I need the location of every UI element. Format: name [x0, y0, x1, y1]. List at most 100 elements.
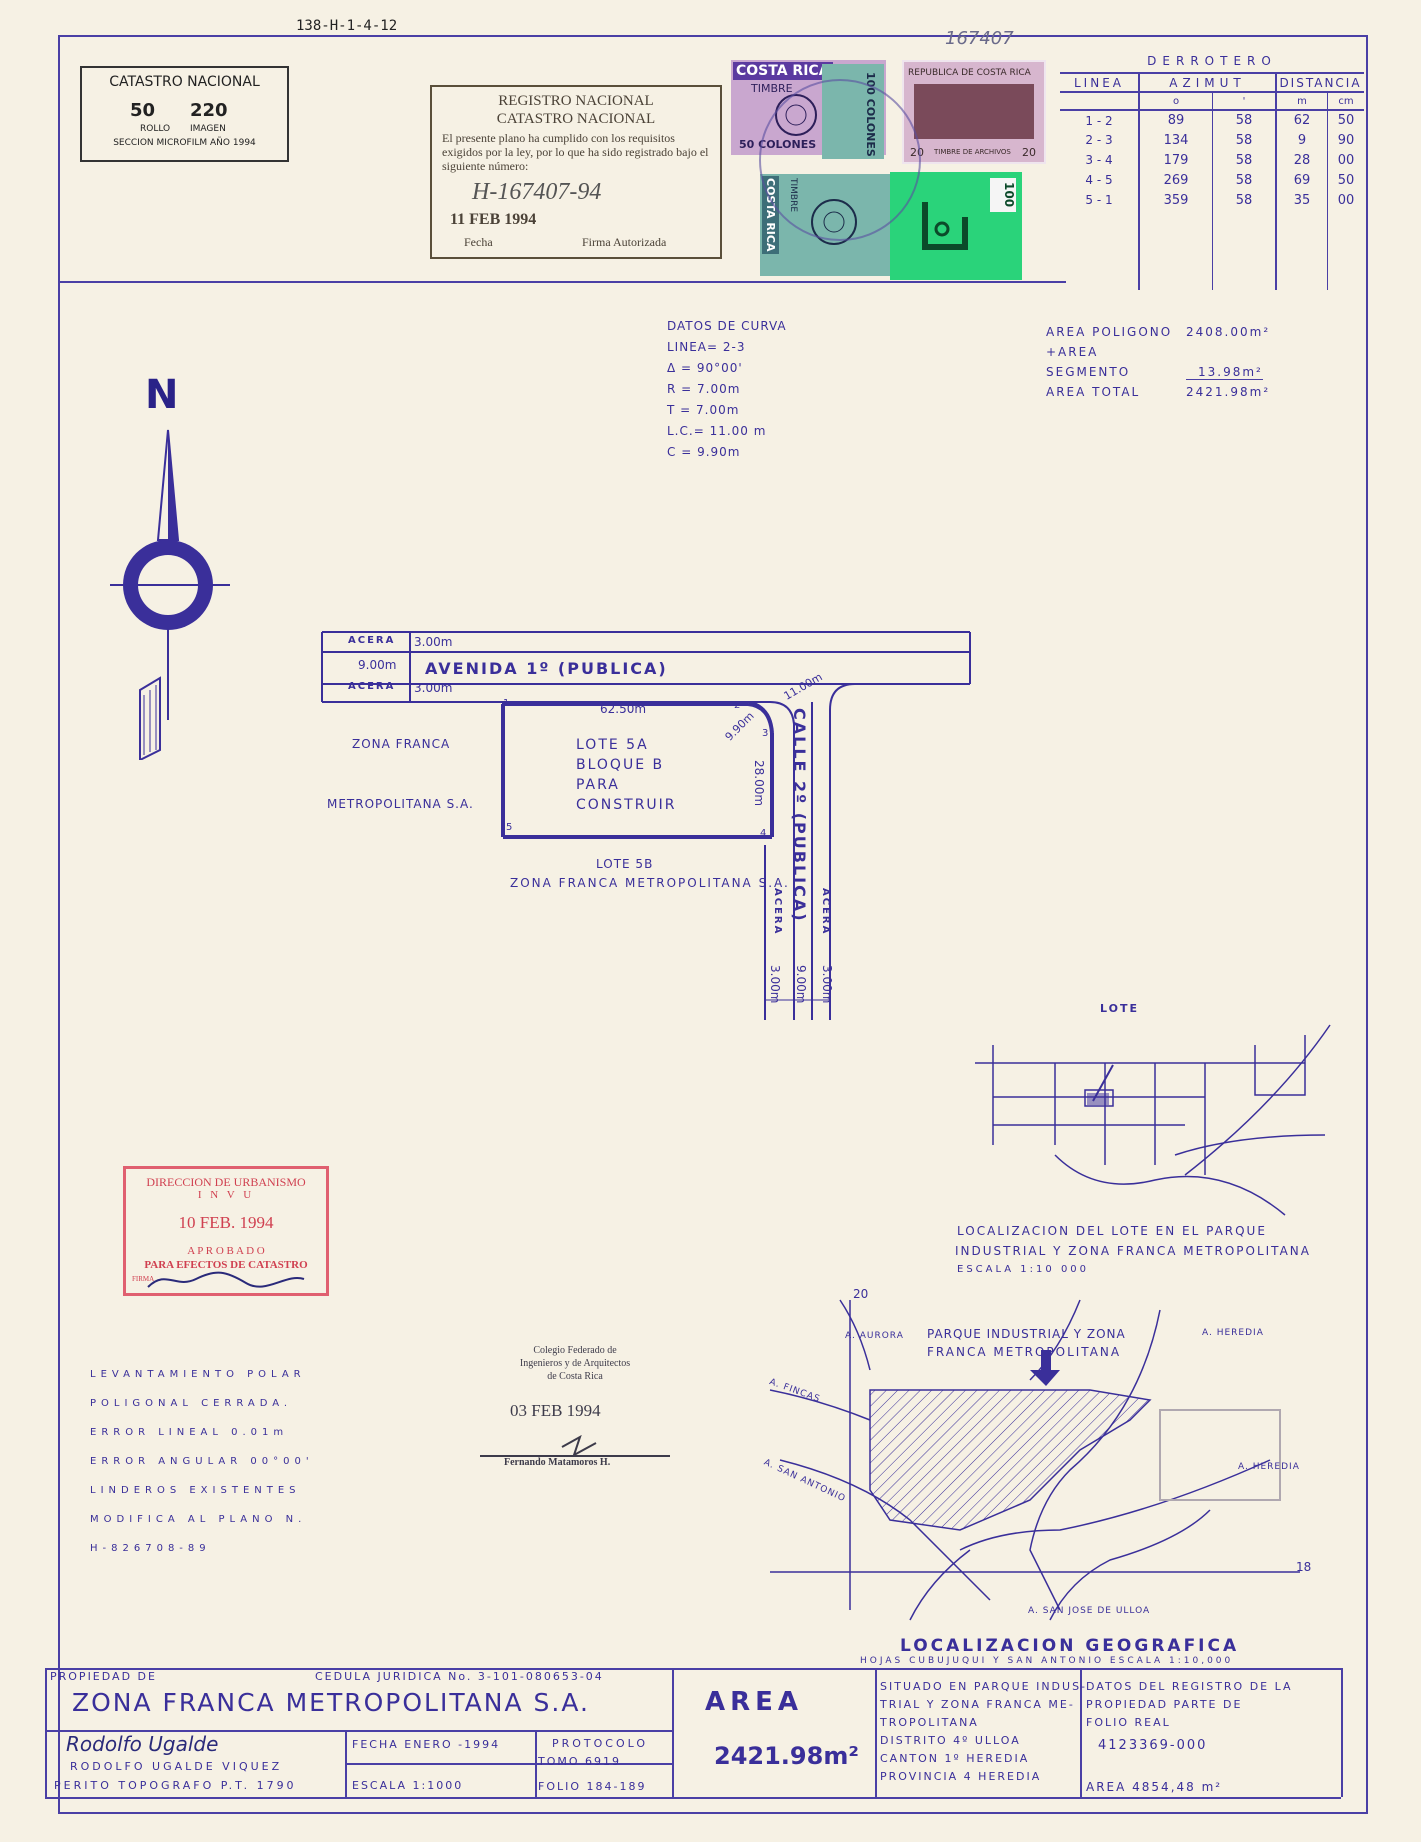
- row-min: 58: [1212, 170, 1277, 190]
- subheader-deg: o: [1139, 92, 1213, 110]
- area-label: AREA: [705, 1687, 804, 1717]
- acera-middle-width: 3.00m: [414, 681, 453, 695]
- situado-line: DISTRITO 4º ULLOA: [880, 1734, 1021, 1747]
- title-block-bottom: [45, 1797, 1341, 1799]
- registro-line: FOLIO REAL: [1086, 1716, 1171, 1729]
- row-deg: 89: [1139, 110, 1213, 130]
- curva-block: DATOS DE CURVA LINEA= 2-3 Δ = 90°00' R =…: [667, 316, 787, 463]
- area-total-label: AREA TOTAL: [1046, 385, 1141, 399]
- situado-line: PROVINCIA 4 HEREDIA: [880, 1770, 1042, 1783]
- north-label: N: [145, 372, 179, 418]
- row-min: 58: [1212, 150, 1277, 170]
- geo-heredia-right: A. HEREDIA: [1238, 1462, 1300, 1472]
- escala: ESCALA 1:1000: [352, 1779, 464, 1792]
- registro-date: 11 FEB 1994: [450, 211, 537, 228]
- stamp4-country: COSTA RICA: [762, 176, 779, 254]
- neighbor-left-2: METROPOLITANA S.A.: [327, 797, 474, 811]
- lote-5a-block: LOTE 5A BLOQUE B PARA CONSTRUIR: [576, 735, 677, 815]
- registro-block: DATOS DEL REGISTRO DE LA PROPIEDAD PARTE…: [1086, 1678, 1293, 1732]
- folio-real: 4123369-000: [1098, 1738, 1208, 1753]
- subheader-cm: cm: [1338, 95, 1354, 107]
- stamp3-country: REPUBLICA DE COSTA RICA: [908, 68, 1031, 78]
- urbanismo-date: 10 FEB. 1994: [178, 1213, 274, 1232]
- table-row: 5 - 1 359 58 35 00: [1060, 190, 1364, 210]
- title-block-top: [45, 1668, 1341, 1670]
- stamp3-value-right: 20: [1022, 146, 1036, 159]
- area-poligono-value: 2408.00m²: [1186, 325, 1271, 339]
- stamp2-value: 100 COLONES: [864, 72, 877, 157]
- imagen-number: 220: [190, 100, 228, 121]
- emblem-icon: [811, 199, 857, 245]
- acera-calle-left: ACERA: [772, 888, 783, 936]
- urbanismo-line2: I N V U: [197, 1189, 255, 1201]
- calle-label: CALLE 2º (PUBLICA): [790, 708, 809, 923]
- note-line: LEVANTAMIENTO POLAR: [90, 1369, 306, 1380]
- drawing-frame: [58, 35, 1368, 1814]
- protocolo: PROTOCOLO: [552, 1737, 649, 1750]
- colegio-line2: Ingenieros y de Arquitectos: [519, 1358, 631, 1369]
- row-cm: 00: [1337, 152, 1355, 168]
- registro-line1: REGISTRO NACIONAL: [498, 93, 654, 109]
- urbanismo-firma: FIRMA: [132, 1275, 155, 1283]
- lote-line: LOTE 5A: [576, 737, 649, 753]
- curva-title: DATOS DE CURVA: [667, 319, 787, 333]
- colegio-line3: de Costa Rica: [547, 1371, 603, 1382]
- note-line: ERROR ANGULAR 00°00': [90, 1456, 314, 1467]
- row-m: 62: [1276, 110, 1328, 130]
- urbanismo-line4: PARA EFECTOS DE CATASTRO: [144, 1259, 308, 1271]
- derrotero-grid: LINEA AZIMUT DISTANCIA o ' m cm 1 - 2 89…: [1060, 74, 1364, 290]
- catastro-box: CATASTRO NACIONAL 50 220 ROLLO IMAGEN SE…: [80, 66, 289, 162]
- row-linea: 1 - 2: [1060, 110, 1140, 130]
- registro-line: PROPIEDAD PARTE DE: [1086, 1698, 1243, 1711]
- point-5: 5: [506, 822, 513, 833]
- row-linea: 3 - 4: [1060, 150, 1140, 170]
- acera-calle-left-width: 3.00m: [768, 965, 782, 1004]
- registro-number: H-167407-94: [472, 179, 602, 205]
- stamp-green: 100: [890, 172, 1022, 280]
- header-azimut: AZIMUT: [1139, 74, 1277, 92]
- situado-line: TRIAL Y ZONA FRANCA ME-: [880, 1698, 1075, 1711]
- subheader-min: ': [1212, 92, 1277, 110]
- neighbor-left-1: ZONA FRANCA: [352, 737, 451, 751]
- stamp-archivos: REPUBLICA DE COSTA RICA 20 TIMBRE DE ARC…: [902, 60, 1046, 164]
- firma-label: Firma Autorizada: [582, 235, 667, 249]
- curva-line: C = 9.90m: [667, 445, 741, 459]
- neighbor-below-2: ZONA FRANCA METROPOLITANA S.A.: [510, 876, 790, 890]
- point-1: 1: [503, 698, 510, 709]
- area-segmento-label: +AREA SEGMENTO: [1046, 345, 1131, 379]
- situado-line: SITUADO EN PARQUE INDUS-: [880, 1680, 1088, 1693]
- cedula: CEDULA JURIDICA No. 3-101-080653-04: [315, 1670, 604, 1683]
- stamp3-picture: [914, 84, 1034, 139]
- row-cm: 50: [1337, 113, 1355, 128]
- tomo: TOMO 6919: [538, 1755, 622, 1768]
- note-line: ERROR LINEAL 0.01m: [90, 1427, 289, 1438]
- situado-block: SITUADO EN PARQUE INDUS- TRIAL Y ZONA FR…: [880, 1678, 1087, 1786]
- row-deg: 269: [1139, 170, 1213, 190]
- lote-line: PARA: [576, 777, 620, 793]
- title-block-mid: [45, 1730, 672, 1732]
- dist-right: 28.00m: [752, 760, 766, 807]
- survey-notes: LEVANTAMIENTO POLAR POLIGONAL CERRADA. E…: [90, 1360, 314, 1563]
- title-block-left: [45, 1668, 47, 1797]
- row-deg: 359: [1139, 190, 1213, 210]
- area-total-value: 2421.98m²: [1186, 385, 1271, 399]
- neighbor-below-1: LOTE 5B: [596, 857, 654, 871]
- area-value: 2421.98m²: [714, 1742, 859, 1770]
- acera-calle-right-width: 3.00m: [820, 965, 834, 1004]
- rollo-label: ROLLO: [140, 124, 171, 134]
- situado-line: CANTON 1º HEREDIA: [880, 1752, 1030, 1765]
- registro-text: El presente plano ha cumplido con los re…: [442, 131, 709, 173]
- geo-san-jose: A. SAN JOSE DE ULLOA: [1028, 1606, 1151, 1616]
- derrotero-title: DERROTERO: [1060, 50, 1364, 74]
- lote-line: CONSTRUIR: [576, 797, 677, 813]
- table-row: 2 - 3 134 58 9 90: [1060, 130, 1364, 150]
- row-linea: 5 - 1: [1060, 190, 1140, 210]
- geo-n20: 20: [853, 1287, 869, 1301]
- row-linea: 2 - 3: [1060, 130, 1140, 150]
- signature-icon: [561, 1435, 597, 1458]
- row-linea: 4 - 5: [1060, 170, 1140, 190]
- imagen-label: IMAGEN: [190, 124, 226, 134]
- colegio-name: Fernando Matamoros H.: [504, 1457, 611, 1468]
- registro-line2: CATASTRO NACIONAL: [496, 111, 656, 127]
